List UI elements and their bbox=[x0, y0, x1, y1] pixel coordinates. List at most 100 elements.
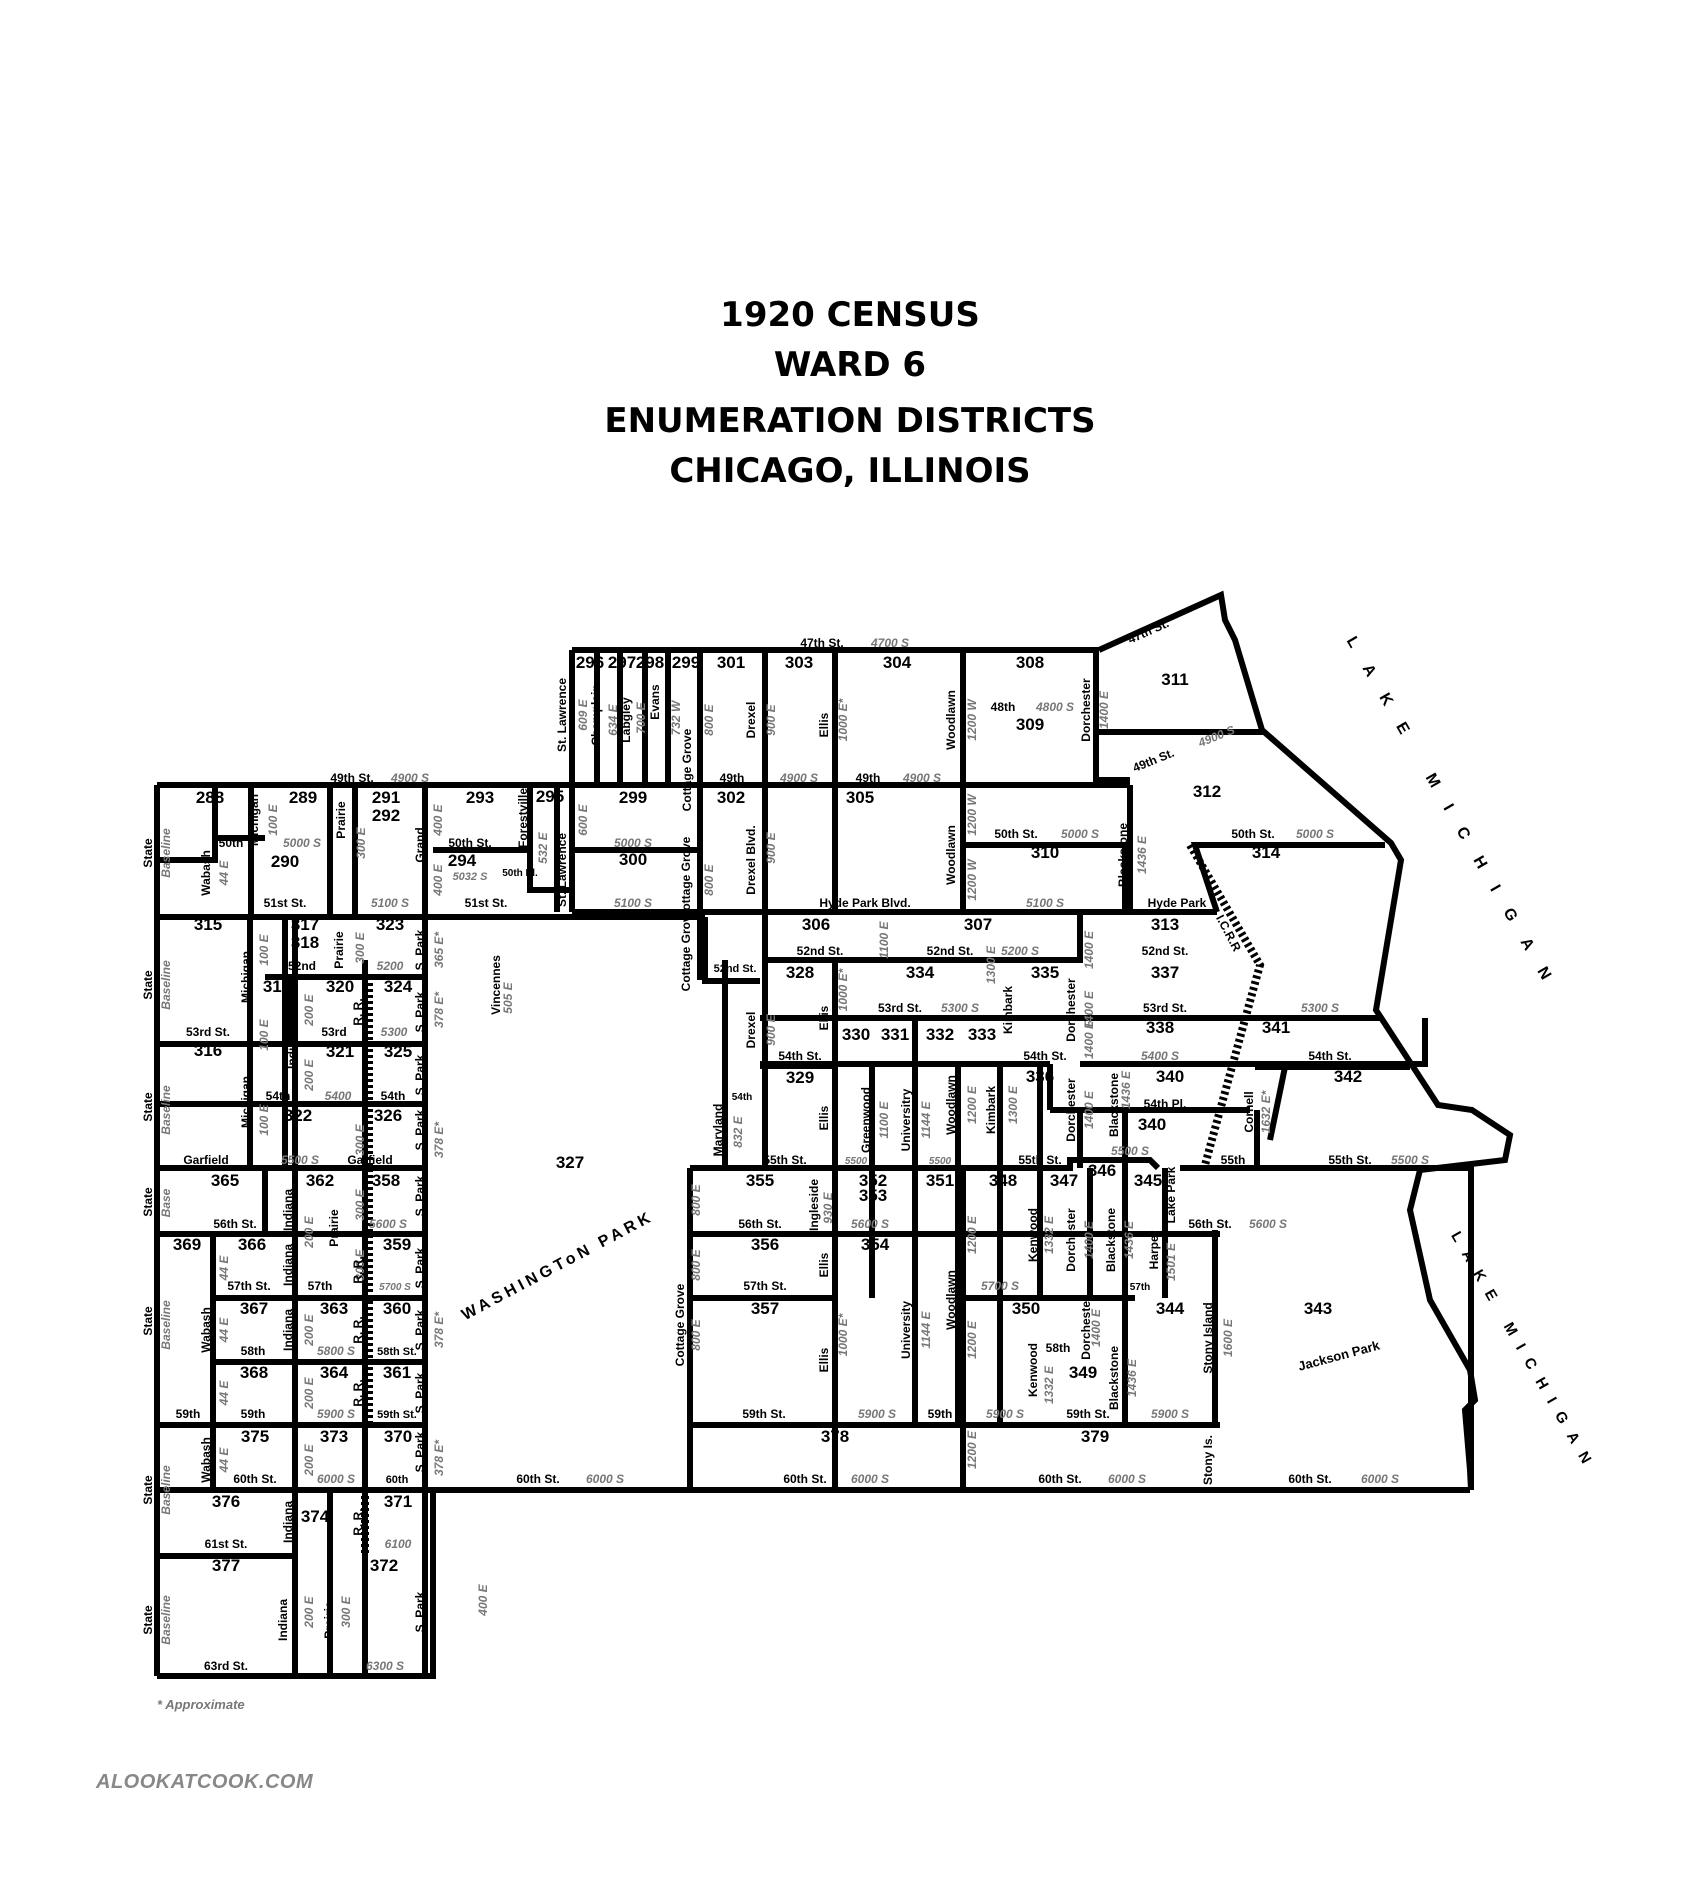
address-note: 1436 E bbox=[1119, 1070, 1133, 1109]
street-grid bbox=[157, 650, 1470, 1676]
address-note: 300 E bbox=[353, 931, 367, 963]
district-316: 316 bbox=[194, 1041, 222, 1060]
district-299: 299 bbox=[619, 788, 647, 807]
address-note: 5500 S bbox=[281, 1153, 319, 1167]
street-label: Universitry bbox=[899, 1088, 913, 1151]
railroad-label: I.C.R.R bbox=[1213, 912, 1244, 954]
street-label: 53rd St. bbox=[878, 1001, 922, 1015]
district-336: 336 bbox=[1026, 1067, 1054, 1086]
address-note: 1200 E bbox=[965, 1215, 979, 1254]
address-note: 4900 S bbox=[1195, 723, 1236, 751]
street-label: State bbox=[141, 838, 155, 868]
street-label: Michigan bbox=[247, 794, 261, 846]
street-label: Dorchester bbox=[1079, 678, 1093, 742]
district-320: 320 bbox=[326, 977, 354, 996]
district-368: 368 bbox=[240, 1363, 268, 1382]
jackson-park-label: Jackson Park bbox=[1296, 1337, 1382, 1373]
address-note: 900 E bbox=[764, 703, 778, 735]
street-label: Cottage Grove bbox=[680, 728, 694, 811]
street-label: Garfield bbox=[183, 1153, 228, 1167]
address-note: 365 E* bbox=[432, 931, 446, 968]
address-note: 5200 bbox=[377, 959, 404, 973]
street-label: 52nd St. bbox=[714, 963, 757, 975]
address-note: Baseline bbox=[159, 1085, 173, 1135]
district-366: 366 bbox=[238, 1235, 266, 1254]
address-note: 300 E bbox=[353, 1248, 367, 1280]
district-318: 318 bbox=[291, 933, 319, 952]
street-label: 51st St. bbox=[465, 896, 508, 910]
street-label: Cottage Grove bbox=[673, 1283, 687, 1366]
street-label: 52nd St. bbox=[927, 944, 974, 958]
address-note: 6100 bbox=[385, 1537, 412, 1551]
street-label: 54th bbox=[381, 1089, 406, 1103]
street-label: 53rd bbox=[321, 1025, 346, 1039]
address-note: 5000 S bbox=[614, 836, 652, 850]
district-350: 350 bbox=[1012, 1299, 1040, 1318]
district-354: 354 bbox=[861, 1235, 890, 1254]
address-note: 1400 E bbox=[1082, 1220, 1096, 1259]
street-label: S. Park bbox=[413, 1054, 427, 1095]
address-note: 6000 S bbox=[1108, 1472, 1146, 1486]
street-label: Dorchester bbox=[1064, 978, 1078, 1042]
address-note: 900 E bbox=[764, 1013, 778, 1045]
district-369: 369 bbox=[173, 1235, 201, 1254]
district-349: 349 bbox=[1069, 1363, 1097, 1382]
lake-label-upper: LAKE MICHIGAN bbox=[1343, 634, 1565, 1002]
district-300: 300 bbox=[619, 850, 647, 869]
district-310: 310 bbox=[1031, 843, 1059, 862]
street-label: 57th bbox=[308, 1279, 333, 1293]
district-308: 308 bbox=[1016, 653, 1044, 672]
street-label: Wabash bbox=[199, 1307, 213, 1353]
street-label: University bbox=[899, 1301, 913, 1359]
street-label: 50th Pl. bbox=[502, 868, 538, 879]
street-label: Dorchester bbox=[1064, 1208, 1078, 1272]
district-341: 341 bbox=[1262, 1018, 1290, 1037]
street-label: Hyde Park Blvd. bbox=[819, 896, 910, 910]
street-label: 60th St. bbox=[1038, 1472, 1081, 1486]
address-note: 800 E bbox=[689, 1318, 703, 1350]
address-note: 1400 E bbox=[1082, 1090, 1096, 1129]
address-note: 1400 E bbox=[1082, 1020, 1096, 1059]
street-label: 58th bbox=[241, 1344, 266, 1358]
street-label: 60th St. bbox=[516, 1472, 559, 1486]
address-note: 100 E bbox=[266, 803, 280, 835]
district-294: 294 bbox=[448, 851, 477, 870]
address-note: 5200 S bbox=[1001, 944, 1039, 958]
street-label: 60th St. bbox=[783, 1472, 826, 1486]
street-label: S. Park bbox=[413, 1247, 427, 1288]
street-label: State bbox=[141, 1187, 155, 1217]
street-label: 56th St. bbox=[1188, 1217, 1231, 1231]
address-note: 1400 E bbox=[1097, 690, 1111, 729]
address-note: 900 E bbox=[764, 831, 778, 863]
street-label: 56th St. bbox=[213, 1217, 256, 1231]
street-label: 59th bbox=[176, 1407, 201, 1421]
map-title: 1920 CENSUS WARD 6 ENUMERATION DISTRICTS… bbox=[0, 290, 1700, 496]
address-note: 400 E bbox=[431, 863, 445, 896]
street-label: 55th bbox=[1221, 1153, 1246, 1167]
district-331: 331 bbox=[881, 1025, 909, 1044]
street-label: Vincennes bbox=[489, 955, 503, 1015]
address-note: 5400 bbox=[325, 1089, 352, 1103]
street-label: 59th bbox=[928, 1407, 953, 1421]
address-note: 5100 S bbox=[614, 896, 652, 910]
street-label: Blackstone bbox=[1104, 1208, 1118, 1272]
address-note: 800 E bbox=[702, 863, 716, 895]
district-359: 359 bbox=[383, 1235, 411, 1254]
address-note: 505 E bbox=[501, 981, 515, 1013]
address-note: 5300 S bbox=[941, 1001, 979, 1015]
district-333: 333 bbox=[968, 1025, 996, 1044]
title-line-4: CHICAGO, ILLINOIS bbox=[669, 451, 1031, 491]
district-307: 307 bbox=[964, 915, 992, 934]
district-365: 365 bbox=[211, 1171, 239, 1190]
address-note: 5900 S bbox=[317, 1407, 355, 1421]
street-label: Ellis bbox=[817, 1105, 831, 1130]
street-label: Harper bbox=[1147, 1230, 1161, 1269]
street-label: 47th St. bbox=[1126, 616, 1171, 646]
address-note: 800 E bbox=[702, 703, 716, 735]
address-note: 5400 S bbox=[1141, 1049, 1179, 1063]
street-label: Indiana bbox=[281, 1501, 295, 1543]
street-label: 55th St. bbox=[1018, 1153, 1061, 1167]
district-335: 335 bbox=[1031, 963, 1059, 982]
address-note: 1100 E bbox=[877, 920, 891, 958]
